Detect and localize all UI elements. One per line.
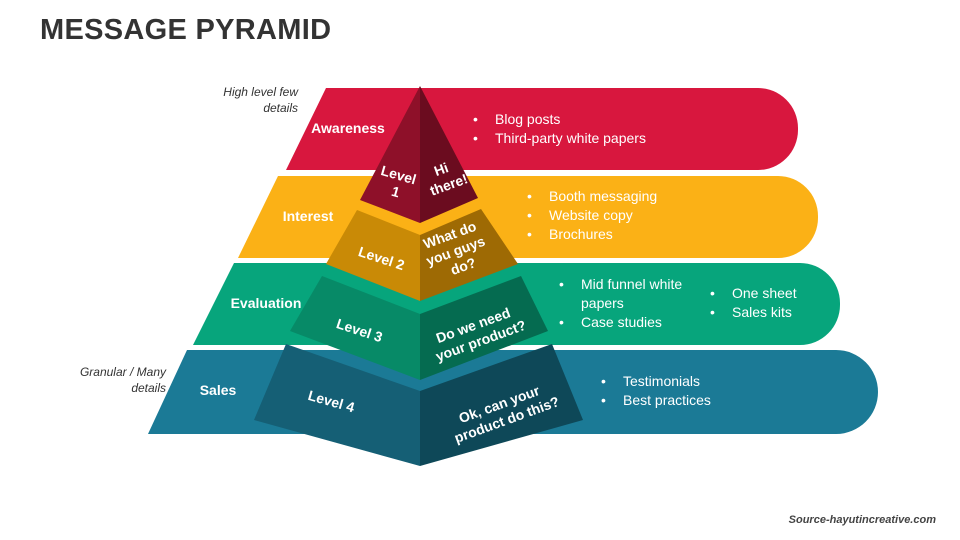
pyramid-level-2-left: [326, 210, 420, 301]
bullets-evaluation: Mid funnel white papers Case studies: [559, 275, 699, 332]
pyramid-level-4-left: [254, 344, 420, 466]
bullet-item: Case studies: [559, 313, 699, 332]
note-granular: Granular / Many details: [79, 365, 166, 395]
pyramid-level-3-left: [290, 276, 420, 380]
bullets-awareness: Blog posts Third-party white papers: [473, 110, 646, 148]
tier-label-sales: Sales: [200, 382, 237, 398]
bullet-item: One sheet: [710, 284, 797, 303]
bullet-item: Testimonials: [601, 372, 711, 391]
pyramid-level-3-right: [420, 276, 548, 380]
bullet-item: Brochures: [527, 225, 657, 244]
bullet-item: Mid funnel white papers: [559, 275, 699, 313]
bullets-sales: Testimonials Best practices: [601, 372, 711, 410]
bullet-item: Booth messaging: [527, 187, 657, 206]
pyramid-level-4-right: [420, 344, 583, 466]
bullet-item: Sales kits: [710, 303, 797, 322]
tier-label-awareness: Awareness: [311, 120, 385, 136]
bullets-interest: Booth messaging Website copy Brochures: [527, 187, 657, 244]
bullet-item: Third-party white papers: [473, 129, 646, 148]
bullets-evaluation-right: One sheet Sales kits: [710, 284, 797, 322]
pyramid-level-1-left: [360, 86, 420, 223]
bullet-item: Website copy: [527, 206, 657, 225]
bullet-item: Blog posts: [473, 110, 646, 129]
page-title: MESSAGE PYRAMID: [40, 14, 332, 46]
note-high-level: High level few details: [223, 85, 298, 115]
tier-label-interest: Interest: [283, 208, 334, 224]
pyramid-level-2-right: [420, 209, 518, 301]
pyramid-level-1-right: [420, 86, 478, 223]
source-credit: Source-hayutincreative.com: [788, 514, 936, 526]
tier-label-evaluation: Evaluation: [231, 295, 302, 311]
bullet-item: Best practices: [601, 391, 711, 410]
